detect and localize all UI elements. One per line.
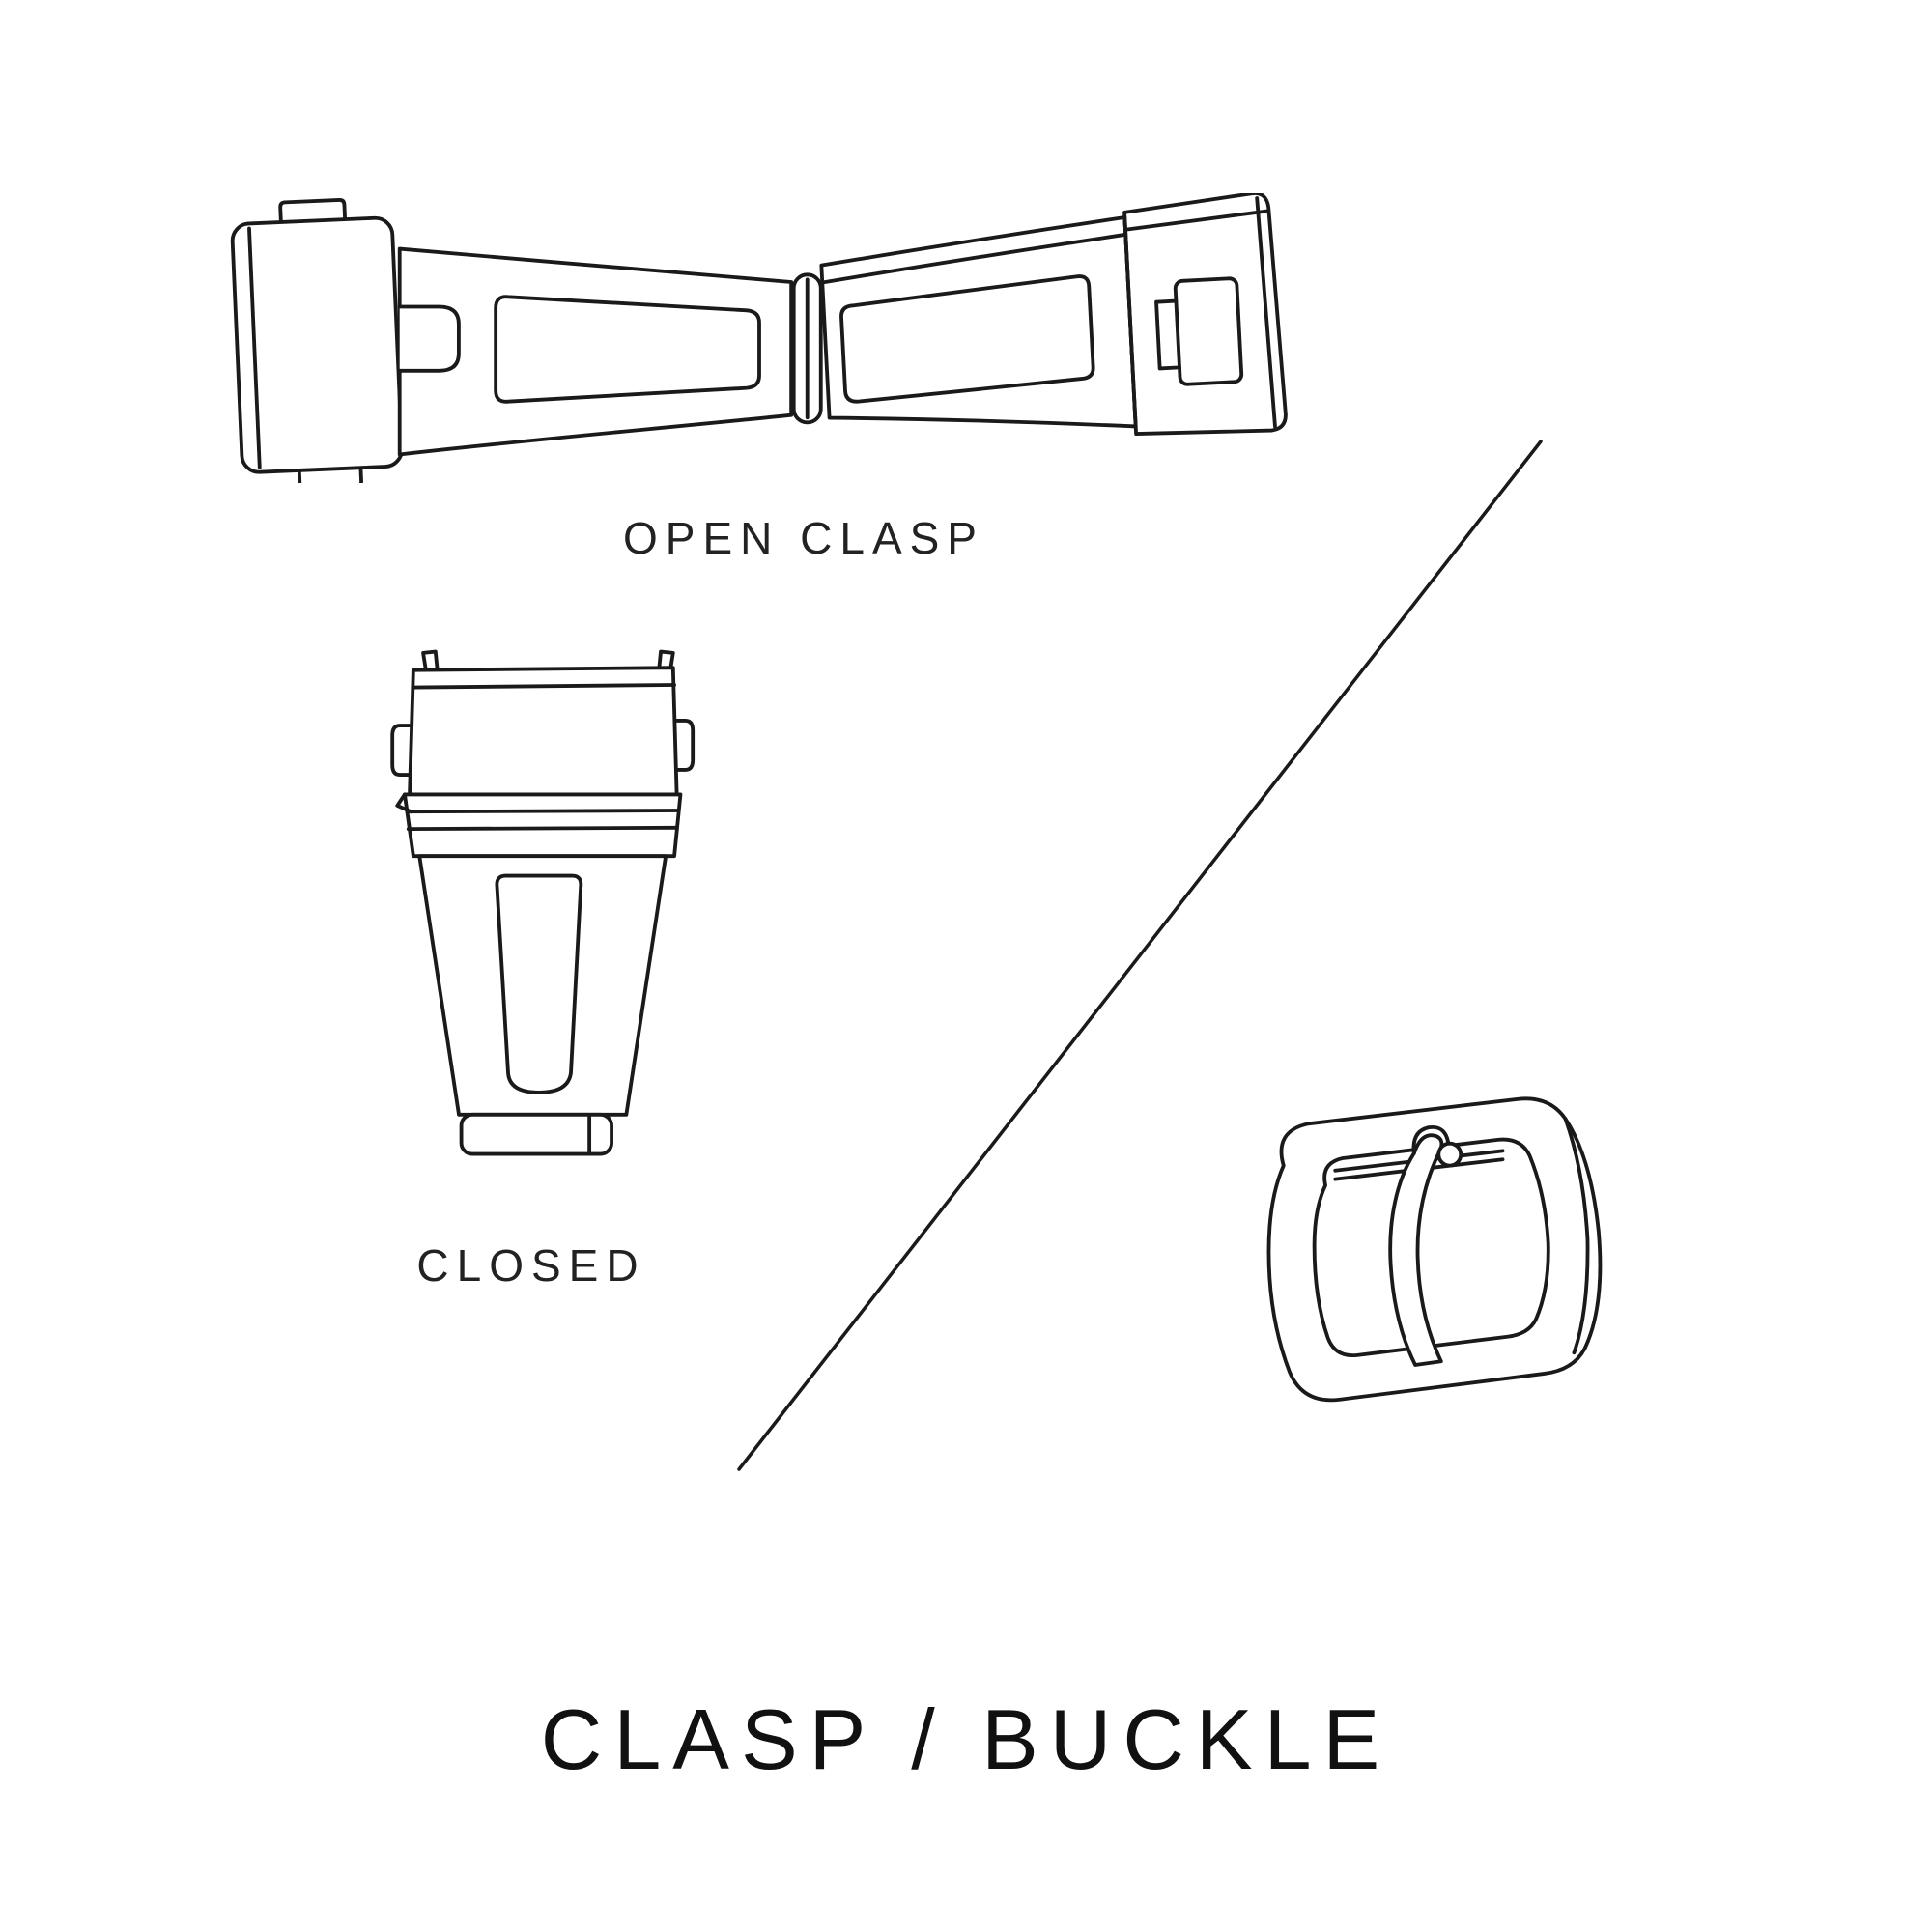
open-clasp-label: OPEN CLASP: [623, 513, 984, 563]
closed-clasp-pushers: [390, 719, 696, 777]
open-clasp-left-arm: [397, 246, 794, 457]
page-title: CLASP / BUCKLE: [540, 1691, 1392, 1787]
open-clasp-hinge: [791, 272, 823, 425]
open-clasp-illustration-icon: [230, 193, 1288, 483]
closed-clasp-head: [408, 666, 679, 797]
tang-buckle-illustration-icon: [1266, 1096, 1603, 1403]
closed-clasp-illustration-icon: [390, 649, 696, 1156]
closed-clasp-hinge-band: [395, 792, 683, 859]
open-clasp-right-arm: [819, 193, 1288, 437]
open-clasp-left-block: [230, 198, 404, 483]
closed-clasp-body: [417, 854, 668, 1117]
closed-clasp-label: CLOSED: [416, 1240, 646, 1291]
closed-clasp-foot: [459, 1112, 613, 1156]
